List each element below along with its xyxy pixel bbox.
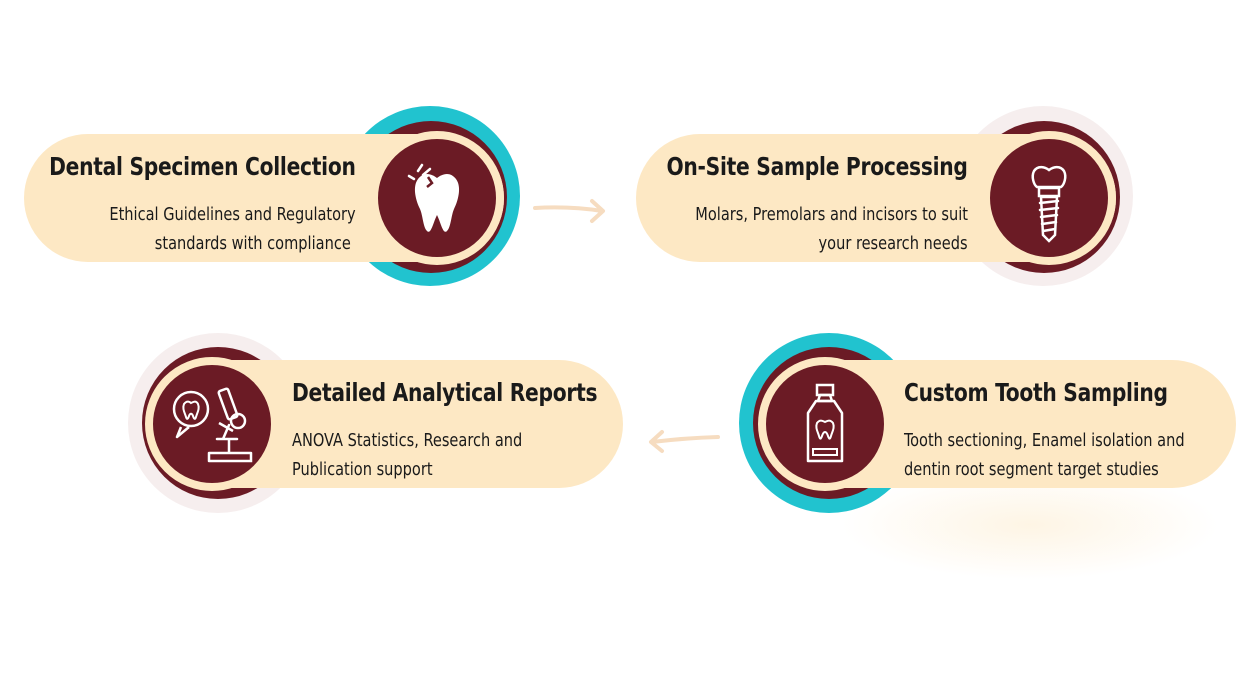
step-description-line: Ethical Guidelines and Regulatory xyxy=(109,204,356,225)
step-description-line: standards with compliance xyxy=(154,233,351,254)
icon-disc xyxy=(758,357,892,491)
icon-disc xyxy=(982,131,1116,265)
step-description-line: ANOVA Statistics, Research and xyxy=(292,430,523,451)
step-description-line: Tooth sectioning, Enamel isolation and xyxy=(904,430,1185,451)
step-description-line: Molars, Premolars and incisors to suit xyxy=(695,204,968,225)
dental-implant-icon xyxy=(1031,165,1067,243)
step-description-line: Publication support xyxy=(292,459,433,480)
chipped-tooth-icon xyxy=(407,163,460,232)
soft-shadow xyxy=(840,470,1220,580)
step-title: Dental Specimen Collection xyxy=(49,152,356,181)
icon-disc xyxy=(370,131,504,265)
arrow-left-icon xyxy=(649,430,720,453)
step-title: On-Site Sample Processing xyxy=(666,152,968,181)
toothpaste-tube-icon xyxy=(806,383,844,463)
icon-disc xyxy=(145,357,279,491)
step-title: Custom Tooth Sampling xyxy=(904,378,1168,407)
step-description-line: dentin root segment target studies xyxy=(904,459,1159,480)
microscope-tooth-icon xyxy=(172,387,253,463)
step-description-line: your research needs xyxy=(818,233,968,254)
step-title: Detailed Analytical Reports xyxy=(292,378,598,407)
arrow-right-icon xyxy=(533,199,605,223)
